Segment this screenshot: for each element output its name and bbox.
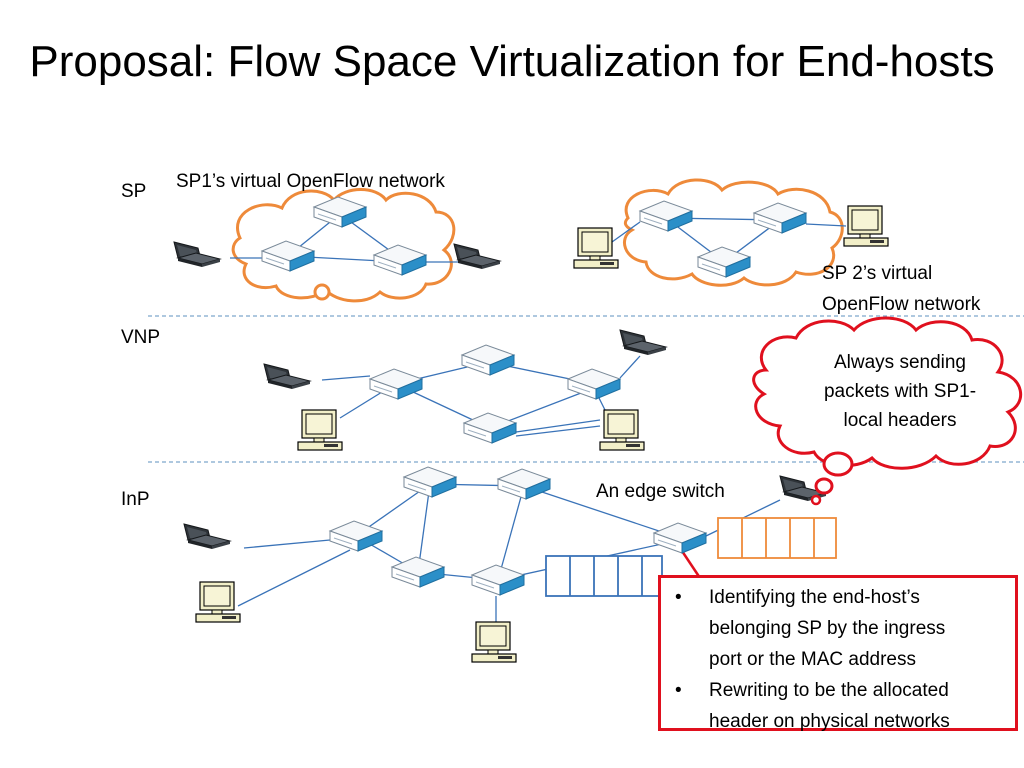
callout-item: • Rewriting to be the allocated header o… bbox=[661, 675, 1015, 737]
laptop-icon bbox=[453, 243, 501, 270]
callout-line: port or the MAC address bbox=[709, 649, 916, 670]
slide-title: Proposal: Flow Space Virtualization for … bbox=[29, 37, 995, 86]
edge-switch-label: An edge switch bbox=[596, 481, 725, 502]
desktop-computer-icon bbox=[843, 205, 889, 247]
laptop-icon bbox=[173, 241, 221, 268]
sp2-network-label: SP 2’s virtual OpenFlow network bbox=[822, 258, 980, 320]
layer-label-inp: InP bbox=[121, 489, 150, 510]
callout-line: Rewriting to be the allocated bbox=[709, 680, 949, 701]
inp-switch-icon bbox=[471, 564, 525, 596]
callout-item: • Identifying the end-host’s belonging S… bbox=[661, 582, 1015, 675]
desktop-computer-icon bbox=[297, 409, 343, 451]
laptop-icon bbox=[619, 329, 667, 356]
desktop-computer-icon bbox=[599, 409, 645, 451]
thought-text: Always sending packets with SP1- local h… bbox=[786, 348, 1014, 435]
desktop-computer-icon bbox=[573, 227, 619, 269]
thought-line: packets with SP1- bbox=[823, 381, 977, 402]
desktop-computer-icon bbox=[195, 581, 241, 623]
edge-switch-callout: • Identifying the end-host’s belonging S… bbox=[658, 575, 1018, 732]
sp2-label-line: SP 2’s virtual bbox=[822, 263, 933, 284]
callout-line: belonging SP by the ingress bbox=[709, 618, 946, 639]
callout-line: header on physical networks bbox=[709, 711, 950, 732]
layer-label-sp: SP bbox=[121, 181, 147, 202]
edge-switch-icon bbox=[653, 522, 707, 554]
thought-line: local headers bbox=[843, 410, 957, 431]
bullet: • bbox=[675, 587, 682, 608]
blue-packet-queue-icon bbox=[545, 555, 663, 597]
inp-switch-icon bbox=[403, 466, 457, 498]
ingress-link-highlight bbox=[678, 547, 702, 579]
laptop-icon bbox=[263, 363, 311, 390]
desktop-computer-icon bbox=[471, 621, 517, 663]
callout-line: Identifying the end-host’s bbox=[709, 587, 920, 608]
vnp-switch-icon bbox=[463, 412, 517, 444]
orange-packet-queue-icon bbox=[717, 517, 837, 559]
bullet: • bbox=[675, 680, 682, 701]
vnp-switch-icon bbox=[461, 344, 515, 376]
inp-switch-icon bbox=[497, 468, 551, 500]
laptop-icon bbox=[183, 523, 231, 550]
sp2-label-line: OpenFlow network bbox=[822, 294, 981, 315]
layer-label-vnp: VNP bbox=[121, 327, 161, 348]
thought-cloud-icon bbox=[752, 316, 1023, 506]
sp1-network-label: SP1’s virtual OpenFlow network bbox=[176, 171, 445, 192]
thought-line: Always sending bbox=[833, 352, 967, 373]
